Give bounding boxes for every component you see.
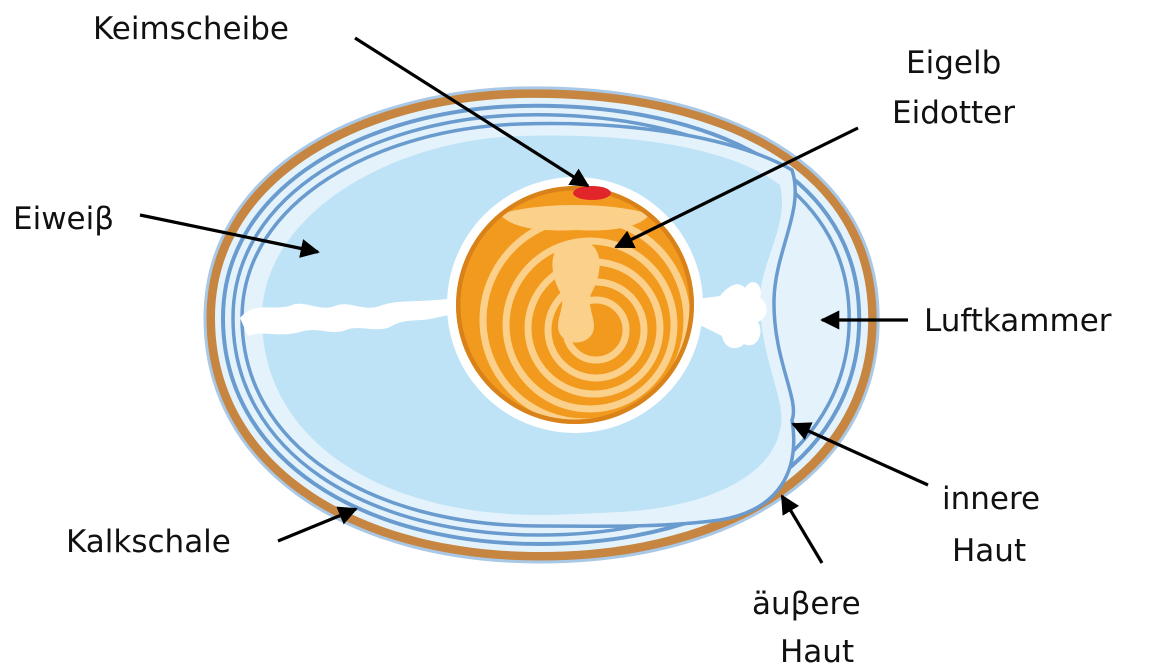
label-kalkschale: Kalkschale	[66, 524, 231, 560]
label-innere-haut: Haut	[952, 533, 1026, 569]
label-aeussere: äuβere	[752, 586, 861, 622]
label-innere: innere	[942, 481, 1040, 517]
label-aeussere-haut: Haut	[780, 634, 854, 666]
label-keimscheibe: Keimscheibe	[93, 11, 289, 47]
label-luftkammer: Luftkammer	[924, 303, 1112, 339]
yolk	[456, 186, 694, 424]
arrow-kalkschale	[278, 509, 356, 541]
label-eigelb: Eigelb	[906, 45, 1001, 81]
germinal-disc	[573, 186, 611, 200]
label-eidotter: Eidotter	[892, 95, 1015, 131]
label-eiweiss: Eiweiβ	[13, 201, 114, 237]
arrow-aeussere-haut	[782, 496, 822, 563]
